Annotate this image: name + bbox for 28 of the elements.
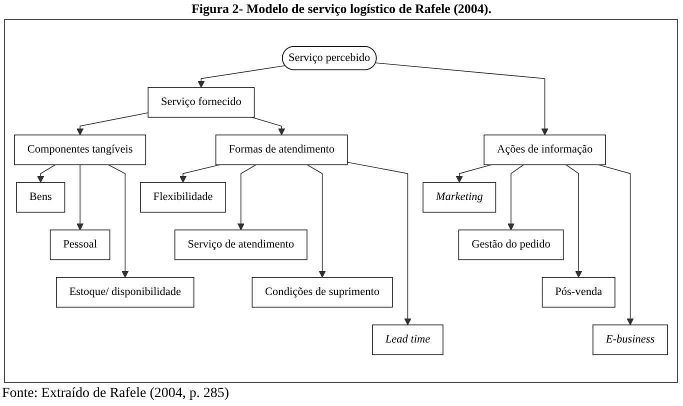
arrow: [198, 66, 286, 88]
node-box: [140, 182, 226, 214]
arrow: [507, 164, 524, 231]
node-box: [372, 324, 444, 356]
arrow: [566, 164, 582, 278]
node-box: [50, 230, 110, 261]
node-box: [148, 88, 255, 118]
source-caption: Fonte: Extraído de Rafele (2004, p. 285): [2, 385, 230, 402]
node-box: [252, 277, 393, 308]
node-box: [215, 135, 348, 166]
arrow: [76, 164, 84, 231]
node-box: [458, 230, 564, 261]
node-box: [542, 277, 616, 308]
node-box: [16, 182, 66, 214]
arrow: [108, 164, 129, 278]
arrow: [76, 112, 148, 136]
node-box: [592, 324, 668, 356]
arrow: [375, 62, 548, 136]
figure-title: Figura 2- Modelo de serviço logístico de Rafele (2004).: [191, 1, 492, 16]
arrow: [346, 162, 412, 326]
node-box: [14, 135, 146, 166]
arrow: [251, 117, 286, 136]
node-box: [484, 135, 606, 166]
node-box: [422, 182, 496, 214]
arrow: [237, 164, 256, 231]
arrow: [306, 164, 326, 278]
arrow: [37, 164, 56, 184]
node-box: [174, 230, 308, 261]
